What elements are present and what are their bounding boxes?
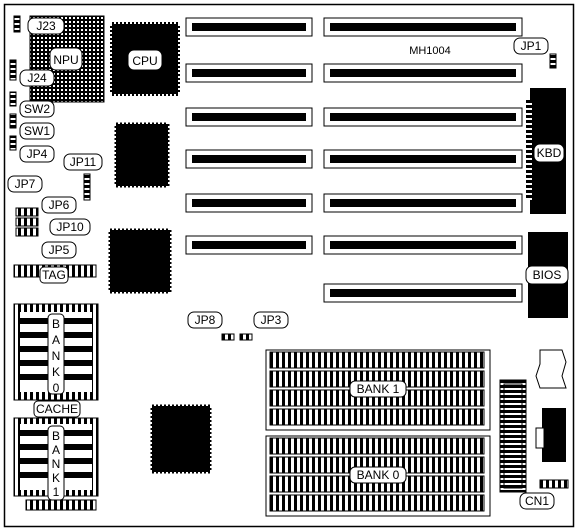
jp4-label: JP4 <box>27 147 48 161</box>
cache-label-box: CACHE <box>33 400 81 418</box>
jp3-jumper: JP3 <box>239 311 289 341</box>
tag-ram: TAG <box>13 264 97 284</box>
kbd-label: KBD <box>537 146 562 160</box>
jp6-label: JP6 <box>49 198 70 212</box>
sw2-switch: SW2 <box>9 91 55 118</box>
sw2-label: SW2 <box>24 102 50 116</box>
sw1-switch: SW1 <box>9 113 55 140</box>
bank1-label: BANK 1 <box>357 382 400 396</box>
bank-left-1-char-1: A <box>52 443 60 457</box>
bank-left-1-char-0: B <box>52 429 60 443</box>
jp11-jumper: JP11 <box>63 153 103 201</box>
board-model: MH1004 <box>409 45 451 57</box>
npu-label: NPU <box>53 53 78 67</box>
jp11-label: JP11 <box>70 155 97 169</box>
jp1-label: JP1 <box>521 39 542 53</box>
bank-left-0-char-4: 0 <box>53 381 60 395</box>
jp6-jumper: JP6 <box>41 196 77 214</box>
cpu-chip: CPU <box>110 22 180 96</box>
jp8-label: JP8 <box>195 313 216 327</box>
jp7-jumper: JP7 <box>7 175 43 193</box>
chipset-upper <box>114 122 170 188</box>
jumper-block <box>15 207 39 237</box>
expansion-slots-right <box>323 17 523 303</box>
jp4-jumper: JP4 <box>9 135 55 163</box>
jp5-label: JP5 <box>49 243 70 257</box>
bank-left-0-char-0: B <box>52 317 60 331</box>
jp5-jumper: JP5 <box>41 241 77 259</box>
cache-label: CACHE <box>36 402 78 416</box>
j24-jumper: J24 <box>9 59 55 87</box>
expansion-slots-left <box>185 17 313 255</box>
power-connector <box>499 379 527 493</box>
j23-jumper: J23 <box>13 15 65 35</box>
oscillator-block <box>535 408 566 462</box>
simm-bank-1: BANK 1 <box>265 349 491 431</box>
tag-label: TAG <box>42 268 66 282</box>
jp1-jumper: JP1 <box>513 37 557 69</box>
j24-label: J24 <box>27 71 47 85</box>
bank-left-1-char-4: 1 <box>53 485 60 499</box>
bank-left-0-char-2: N <box>52 349 61 363</box>
cpu-label: CPU <box>132 54 157 68</box>
bank-left-0-char-3: K <box>52 365 60 379</box>
cn1-label: CN1 <box>525 494 549 508</box>
jp10-jumper: JP10 <box>49 218 91 236</box>
bank-left-0-char-1: A <box>52 333 60 347</box>
bank-left-1-char-3: K <box>52 471 60 485</box>
jp7-label: JP7 <box>15 177 36 191</box>
keyboard-connector: KBD <box>526 88 566 214</box>
cache-bank-1: B A N K 1 <box>13 417 99 511</box>
jp3-label: JP3 <box>261 313 282 327</box>
sw1-label: SW1 <box>24 124 50 138</box>
bios-chip: BIOS <box>525 232 569 318</box>
jp10-label: JP10 <box>56 220 84 234</box>
bank0-label: BANK 0 <box>357 468 400 482</box>
lower-chip <box>150 404 212 474</box>
cn1-connector: CN1 <box>519 479 569 510</box>
battery <box>535 349 567 389</box>
jp8-jumper: JP8 <box>187 311 235 341</box>
bios-label: BIOS <box>533 268 562 282</box>
bank-left-1-char-2: N <box>52 457 61 471</box>
simm-bank-0: BANK 0 <box>265 435 491 517</box>
cache-bank-0: B A N K 0 <box>13 303 99 401</box>
chipset-lower <box>108 228 172 294</box>
j23-label: J23 <box>36 19 56 33</box>
